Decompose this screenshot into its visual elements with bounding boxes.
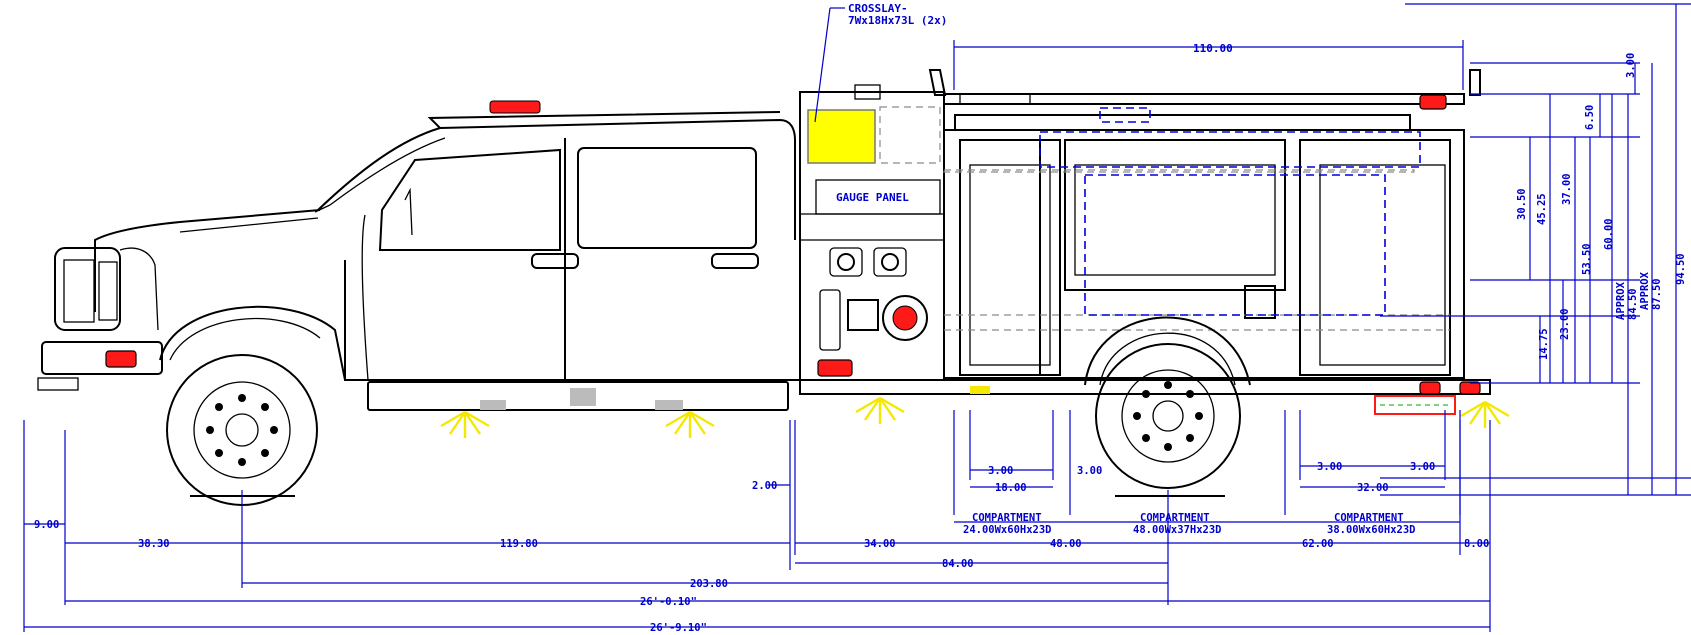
front-marker-light	[105, 350, 137, 368]
comp-3-size: 38.00Wx60Hx23D	[1327, 524, 1416, 536]
dim-34: 34.00	[864, 538, 896, 550]
body	[799, 69, 1491, 415]
dim-48: 48.00	[1050, 538, 1082, 550]
dim-26-9-10: 26'-9.10"	[650, 622, 707, 634]
comp-1-size: 24.00Wx60Hx23D	[963, 524, 1052, 536]
bottom-dimensions: 9.00 38.30 119.80 2.00 34.00 48.00 62.00…	[23, 420, 1491, 634]
pump-panel	[799, 84, 945, 381]
comp-3-title: COMPARTMENT	[1334, 512, 1404, 524]
dim-8: 8.00	[1464, 538, 1489, 550]
c2-left: 3.00	[1077, 465, 1102, 477]
c3-right: 3.00	[1410, 461, 1435, 473]
right-dimensions: 3.00 6.50 37.00 45.25 30.50 53.50 60.00 …	[1380, 3, 1691, 496]
dim-53-50: 53.50	[1581, 243, 1593, 275]
crosslay-spec: 7Wx18Hx73L (2x)	[848, 14, 947, 27]
c3-width: 32.00	[1357, 482, 1389, 494]
dim-23: 23.00	[1559, 308, 1571, 340]
comp-2-size: 48.00Wx37Hx23D	[1133, 524, 1222, 536]
cab	[37, 111, 800, 411]
dim-110: 110.00	[1193, 42, 1233, 55]
c3-left: 3.00	[1317, 461, 1342, 473]
dim-30-50: 30.50	[1516, 188, 1528, 220]
approx-87-50: 87.50	[1651, 278, 1663, 310]
dim-203-80: 203.80	[690, 578, 728, 590]
approx-84-50: 84.50	[1627, 288, 1639, 320]
dim-119-80: 119.80	[500, 538, 538, 550]
top-dimension: 110.00	[953, 40, 1464, 90]
dim-38-30: 38.30	[138, 538, 170, 550]
rear-bumper	[1374, 395, 1456, 415]
dim-60: 60.00	[1603, 218, 1615, 250]
front-wheel	[166, 354, 318, 506]
dim-62: 62.00	[1302, 538, 1334, 550]
gauge-panel-label: GAUGE PANEL	[836, 191, 909, 204]
light-bar	[489, 100, 541, 114]
rear-wheel	[1095, 343, 1241, 489]
dim-45-25: 45.25	[1536, 193, 1548, 225]
dim-3-top: 3.00	[1625, 53, 1637, 78]
dim-2: 2.00	[752, 480, 777, 492]
dim-6-50: 6.50	[1584, 105, 1596, 130]
dim-37: 37.00	[1561, 173, 1573, 205]
dim-26-0-10: 26'-0.10"	[640, 596, 697, 608]
crosslay-storage	[807, 109, 876, 164]
c1-width: 18.00	[995, 482, 1027, 494]
c1-left: 3.00	[988, 465, 1013, 477]
dim-14-75: 14.75	[1538, 328, 1550, 360]
dim-9: 9.00	[34, 519, 59, 531]
crosslay-title: CROSSLAY-	[848, 2, 908, 15]
compartment-dimensions: 3.00 18.00 3.00 3.00 3.00 32.00 COMPARTM…	[953, 410, 1461, 536]
approx-label-1: APPROX	[1615, 281, 1627, 320]
comp-2-title: COMPARTMENT	[1140, 512, 1210, 524]
dim-84: 84.00	[942, 558, 974, 570]
dim-94-50: 94.50	[1675, 253, 1687, 285]
scene-lights	[440, 396, 1510, 438]
comp-1-title: COMPARTMENT	[972, 512, 1042, 524]
approx-label-2: APPROX	[1639, 271, 1651, 310]
